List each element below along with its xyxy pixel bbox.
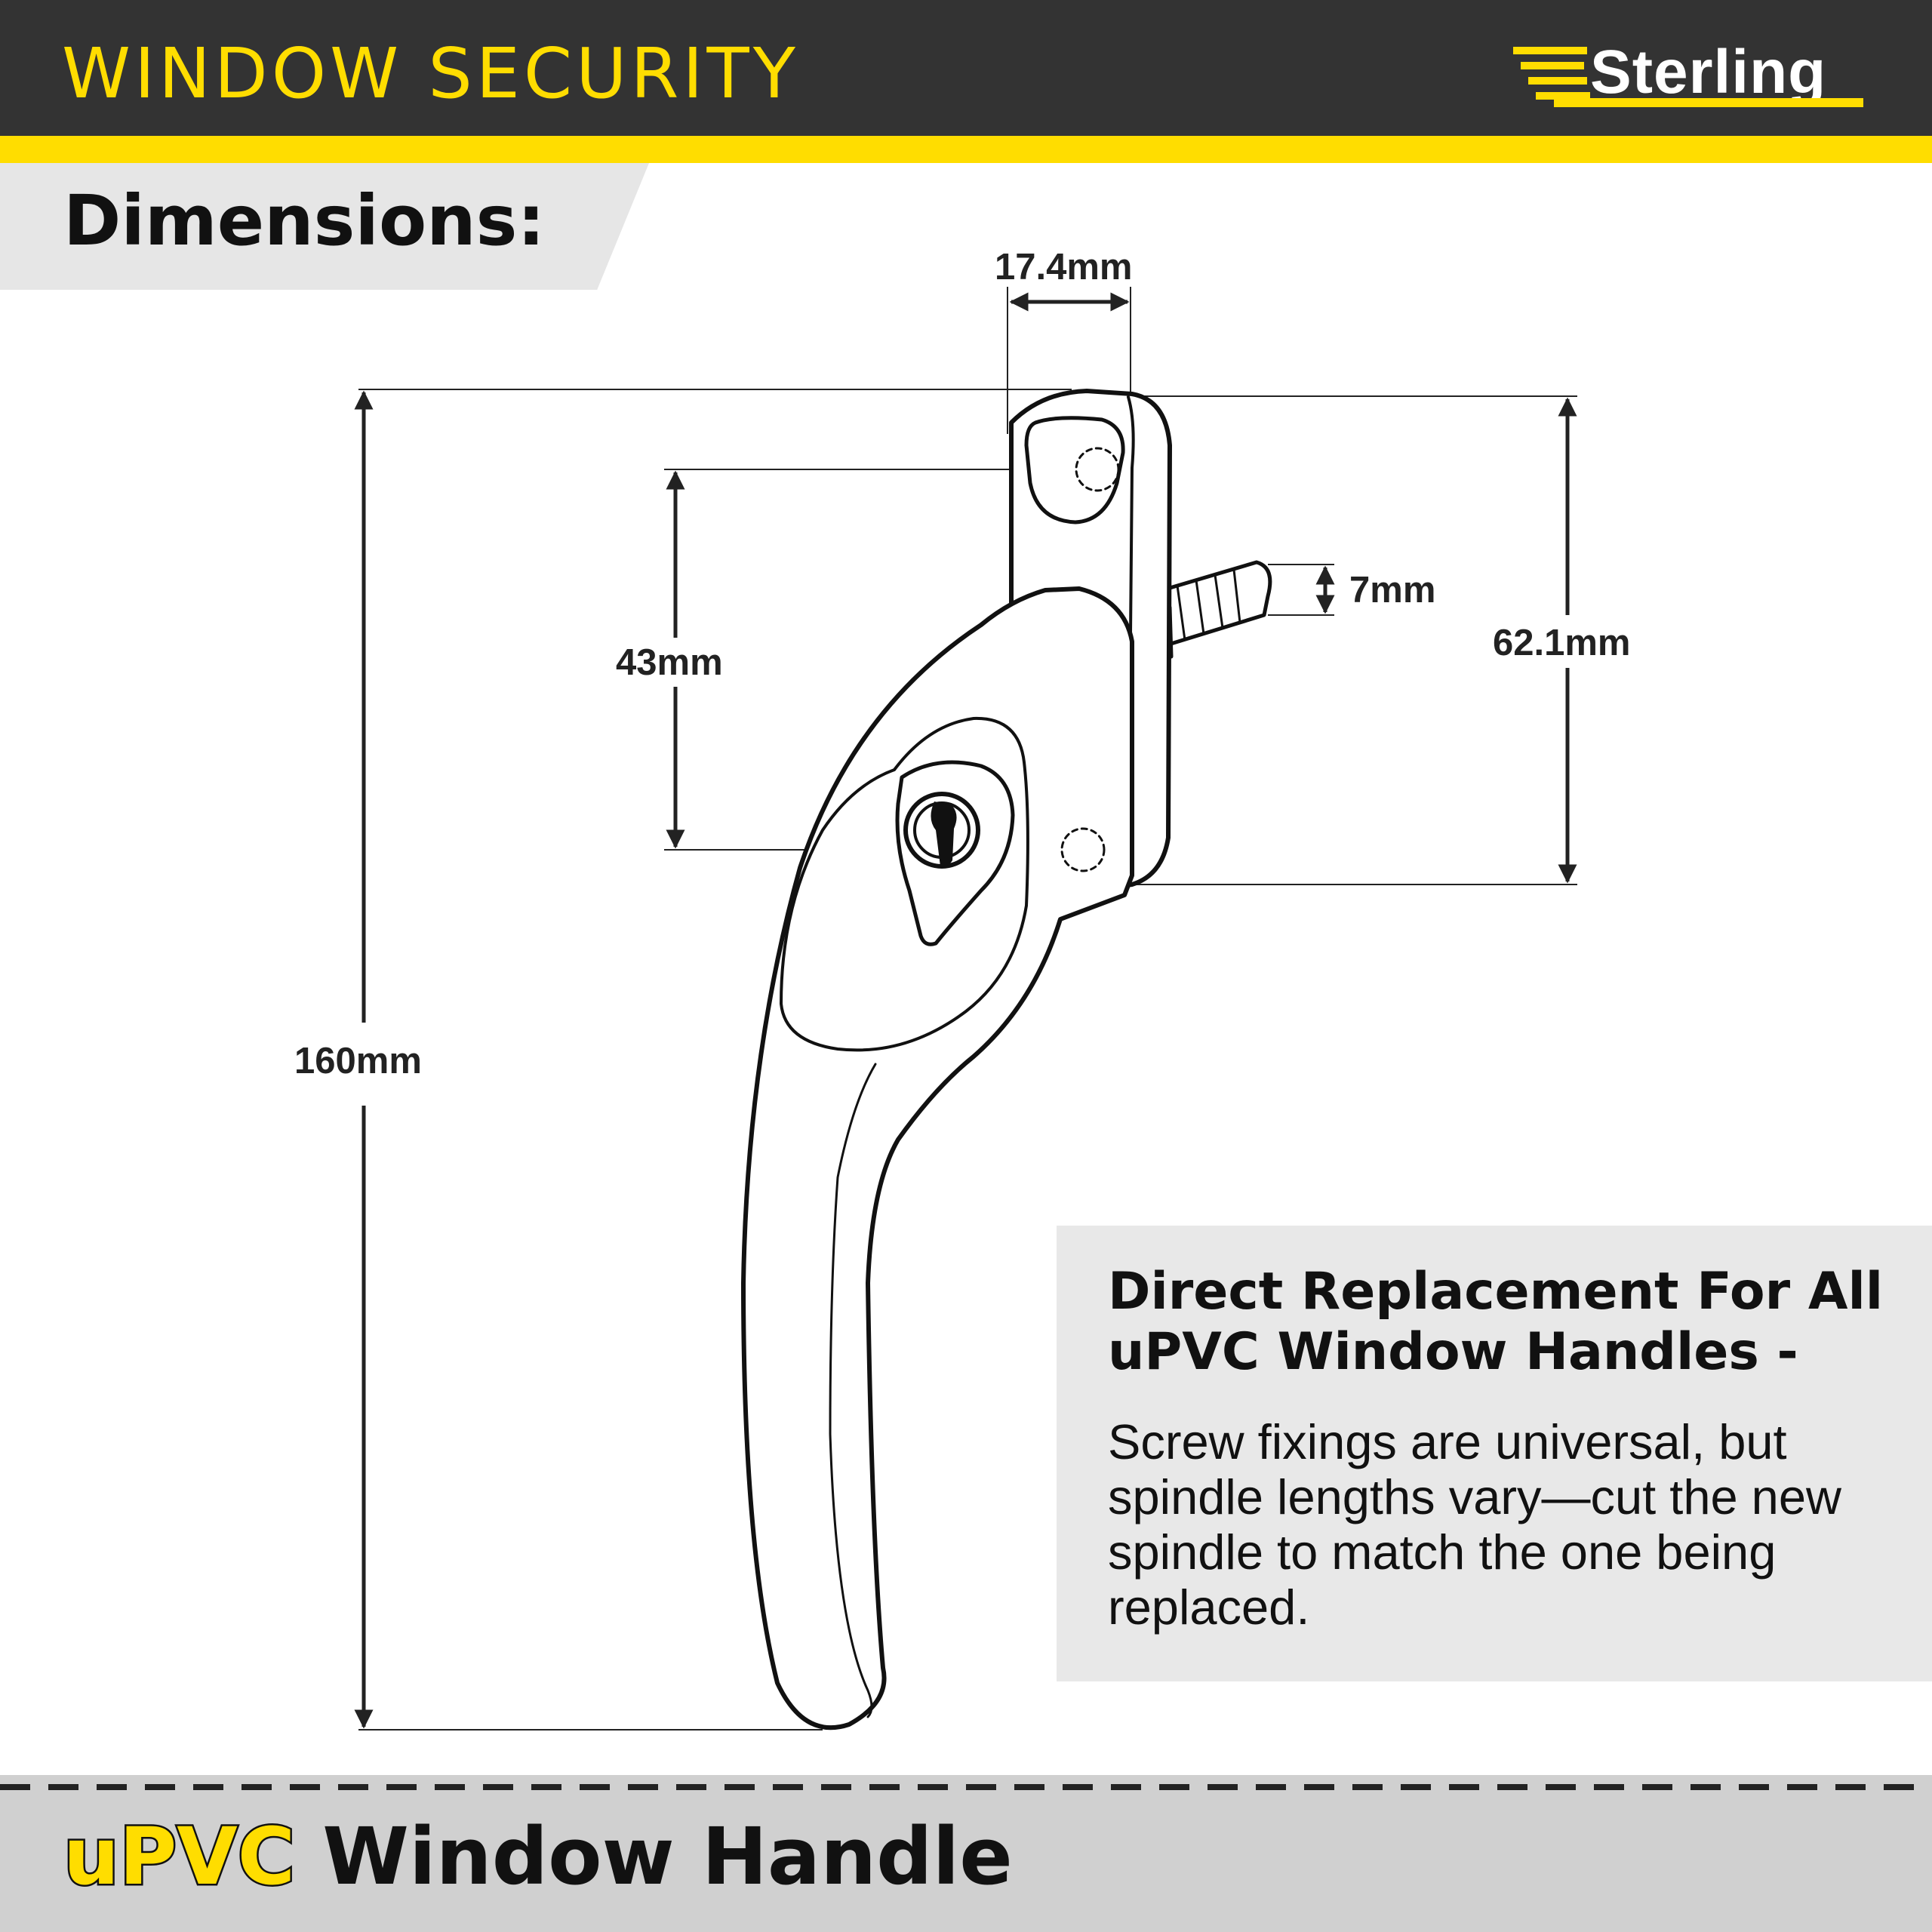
info-panel bbox=[1057, 1226, 1932, 1681]
footer-title-main: Window Handle bbox=[322, 1810, 1013, 1903]
dim-label-spindle-size: 7mm bbox=[1349, 570, 1436, 611]
dim-label-overall-length: 160mm bbox=[294, 1041, 422, 1081]
top-fixing-cap bbox=[1024, 416, 1125, 525]
brand-speed-lines-icon bbox=[1513, 47, 1590, 100]
info-heading: Direct Replacement For All uPVC Window H… bbox=[1108, 1262, 1884, 1382]
header-accent-stripe bbox=[0, 136, 1932, 163]
header-bar bbox=[0, 0, 1932, 136]
dimension-arrows bbox=[354, 292, 1577, 1729]
brand-name: Sterling bbox=[1590, 38, 1827, 106]
footer-title-accent: uPVC bbox=[61, 1810, 297, 1904]
bottom-screw-position bbox=[1060, 827, 1106, 872]
keyhole-icon bbox=[931, 801, 957, 867]
section-title: Dimensions: bbox=[63, 180, 546, 261]
footer-title: uPVC Window Handle bbox=[61, 1810, 1013, 1904]
info-body: Screw fixings are universal, but spindle… bbox=[1108, 1414, 1841, 1635]
footer-dashed-divider bbox=[0, 1784, 1932, 1790]
dim-label-fixing-centres: 43mm bbox=[616, 642, 723, 683]
dim-label-base-height: 62.1mm bbox=[1493, 623, 1631, 663]
top-screw-position bbox=[1075, 447, 1120, 492]
window-handle-outline bbox=[741, 389, 1272, 1730]
footer-bar bbox=[0, 1775, 1932, 1932]
brand-logo: Sterling bbox=[1513, 38, 1875, 111]
spindle-icon bbox=[1152, 560, 1272, 659]
section-tab bbox=[0, 163, 649, 290]
header-title: WINDOW SECURITY bbox=[62, 33, 799, 114]
dim-label-spindle-spacing: 17.4mm bbox=[995, 247, 1133, 288]
brand-underline-icon bbox=[1554, 98, 1863, 107]
